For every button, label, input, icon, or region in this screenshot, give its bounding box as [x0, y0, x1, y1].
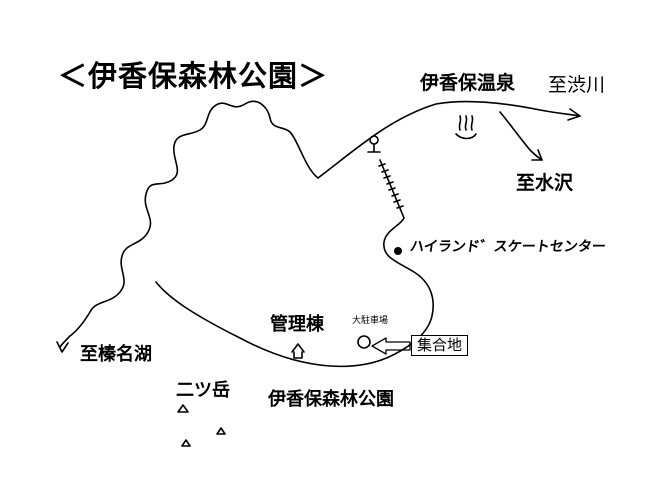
mountain-peak-icon: [177, 404, 189, 413]
road-to-mizusawa-arrow: [531, 149, 543, 161]
parking-circle-icon: [357, 335, 371, 349]
label-daichushajo: 大駐車場: [352, 316, 389, 326]
label-to-mizusawa: 至水沢: [516, 172, 574, 194]
ski-lift-ticks: [378, 163, 404, 209]
winding-mountain-road: [59, 100, 319, 348]
pointer-arrow-icon: [371, 337, 411, 355]
label-kanri-to: 管理棟: [270, 314, 324, 335]
label-highland-skate-center: ハイランド゛スケートセンター: [408, 239, 607, 255]
label-park-name: 伊香保森林公園: [268, 389, 394, 410]
road-to-shibukawa-arrow: [567, 108, 581, 121]
mountain-peak-icon: [216, 427, 226, 435]
map-pin-icon: [367, 135, 381, 153]
label-shugochi: 集合地: [411, 335, 469, 356]
road-to-shibukawa: [317, 100, 581, 179]
road-to-haruna-arrow: [56, 341, 69, 353]
label-to-haruna: 至榛名湖: [80, 344, 152, 365]
map-title: ＜伊香保森林公園＞: [58, 59, 329, 93]
mountain-peak-icon: [181, 439, 191, 447]
label-futatsudake: 二ツ岳: [176, 380, 230, 401]
skate-center-marker: [394, 247, 402, 255]
building-icon: [291, 343, 305, 359]
road-to-mizusawa: [499, 111, 543, 161]
label-to-shibukawa: 至渋川: [548, 74, 606, 96]
label-ikaho-onsen: 伊香保温泉: [420, 72, 516, 94]
hot-spring-icon: [455, 115, 477, 140]
park-loop-road: [155, 217, 434, 368]
